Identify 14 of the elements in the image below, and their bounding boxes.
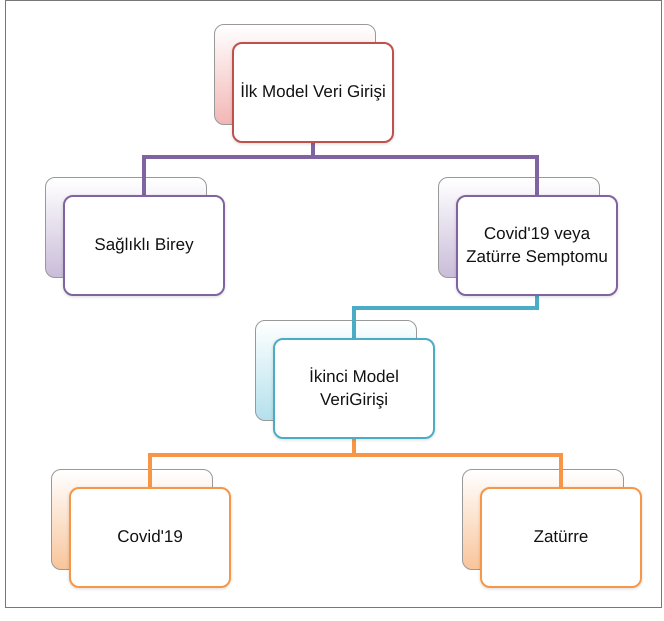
process-box — [480, 487, 642, 588]
connector-line — [352, 296, 539, 338]
box-label: Sağlıklı Birey — [94, 234, 194, 256]
box-label: İkinci Model VeriGirişi — [308, 366, 400, 411]
box-label: Covid'19 veya Zatürre Semptomu — [465, 222, 609, 268]
process-box — [69, 487, 231, 588]
process-box — [232, 42, 394, 143]
process-box — [456, 195, 618, 296]
box-label: İlk Model Veri Girişi — [240, 81, 386, 104]
box-label: Zatürre — [534, 526, 588, 548]
connector-line — [352, 439, 563, 487]
box-label: Covid'19 — [117, 526, 183, 548]
process-box — [63, 195, 225, 296]
process-box — [273, 338, 435, 439]
